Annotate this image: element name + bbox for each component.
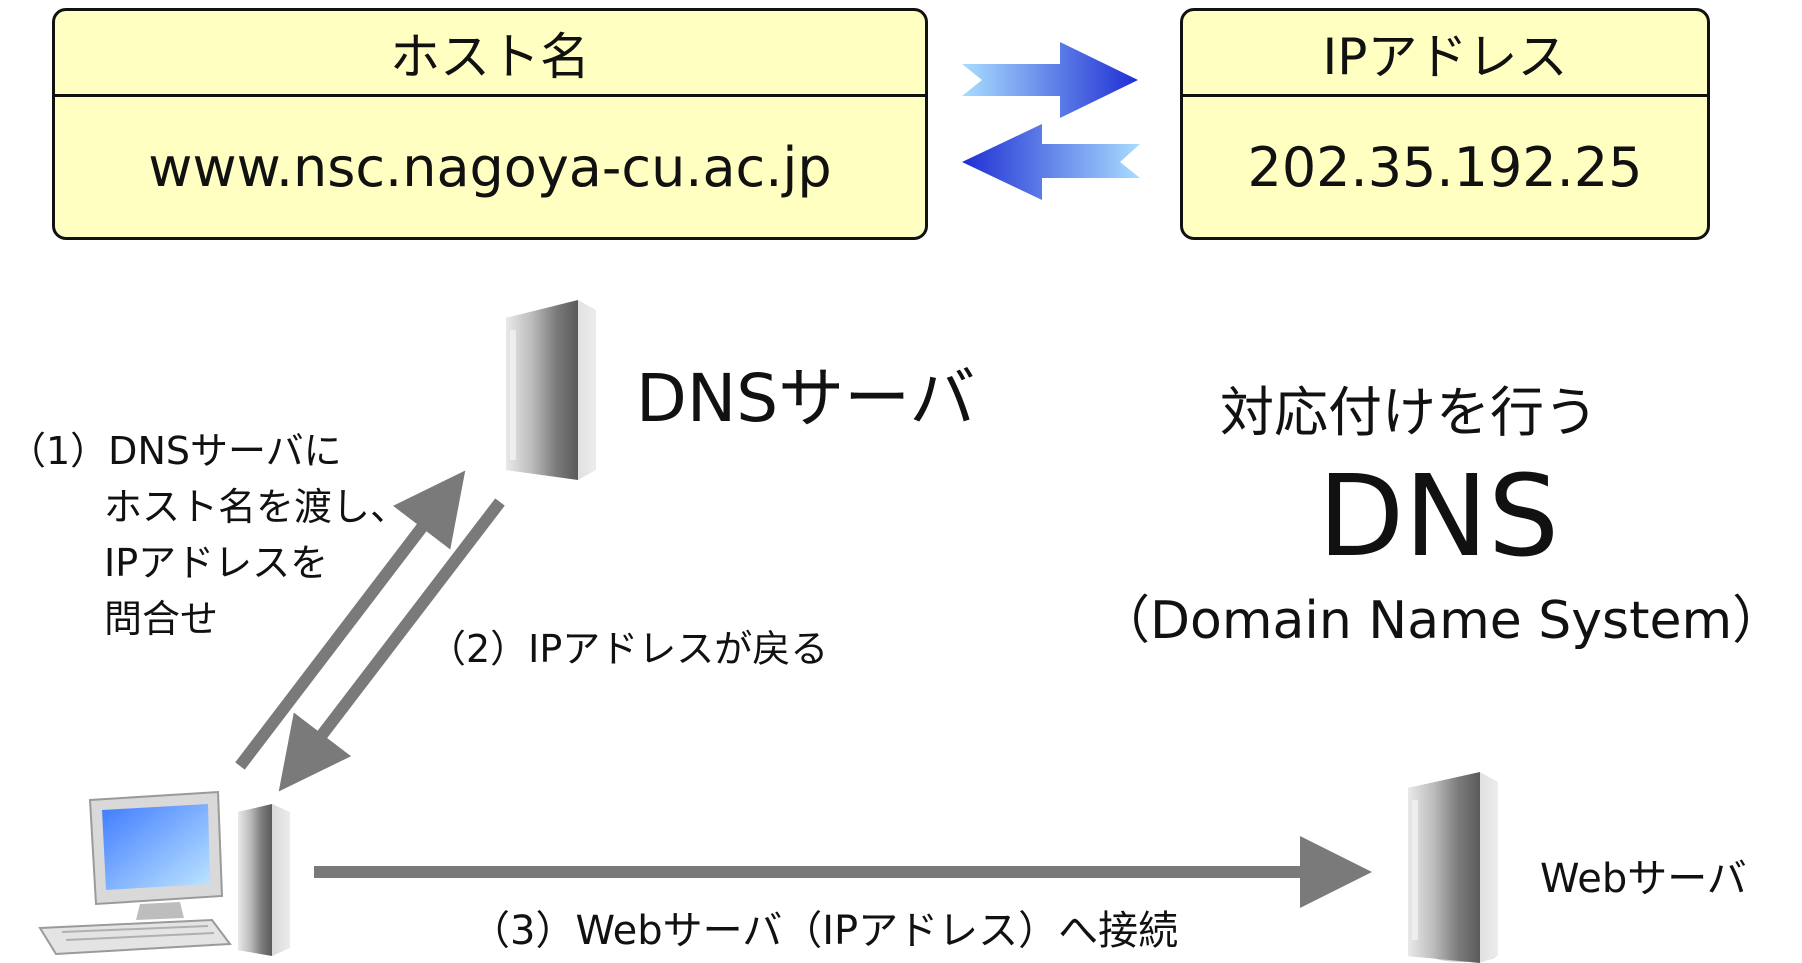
step2-label: （2）IPアドレスが戻る: [428, 627, 829, 671]
step1-line: IPアドレスを: [104, 541, 329, 585]
arrow-left-blue: [962, 124, 1140, 200]
arrow-step2: [278, 498, 505, 792]
client-pc-icon: [38, 790, 290, 956]
arrow-right-blue: [962, 42, 1138, 118]
ip-address-box-title: IPアドレス: [1183, 11, 1707, 97]
hostname-box-title: ホスト名: [55, 11, 925, 97]
dns-server-tower-icon: [506, 300, 596, 480]
web-server-tower-icon: [1408, 772, 1498, 963]
arrow-step1: [235, 470, 466, 770]
step1-line: 問合せ: [104, 597, 219, 641]
ip-address-box: IPアドレス 202.35.192.25: [1180, 8, 1710, 240]
web-server-label: Webサーバ: [1540, 856, 1747, 902]
dns-intro-text: 対応付けを行う: [1220, 381, 1598, 444]
step3-label: （3）Webサーバ（IPアドレス）へ接続: [470, 908, 1179, 954]
dns-full-name: （Domain Name System）: [1098, 591, 1785, 651]
ip-address-box-value: 202.35.192.25: [1247, 135, 1643, 199]
hostname-box: ホスト名 www.nsc.nagoya-cu.ac.jp: [52, 8, 928, 240]
step1-line: （1）DNSサーバに: [8, 429, 342, 473]
dns-title: DNS: [1318, 452, 1560, 582]
step1-line: ホスト名を渡し、: [104, 485, 409, 529]
step1-label: （1）DNSサーバに ホスト名を渡し、 IPアドレスを 問合せ: [8, 423, 408, 647]
dns-server-label: DNSサーバ: [636, 360, 976, 437]
hostname-box-value: www.nsc.nagoya-cu.ac.jp: [148, 135, 832, 199]
